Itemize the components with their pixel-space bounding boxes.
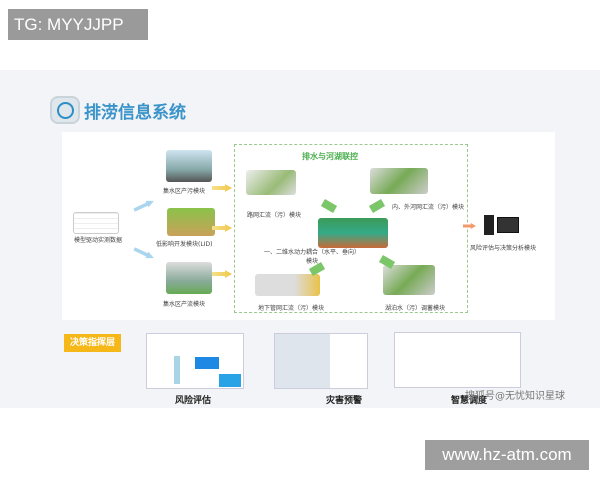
dispatch-screen-thumbnail: [394, 332, 521, 388]
road-image: [246, 170, 296, 195]
river-image: [370, 168, 428, 194]
sohu-watermark: 搜狐号@无忧知识星球: [465, 391, 565, 402]
screen-caption: 灾害预警: [326, 396, 363, 406]
chart-thumbnail: [73, 212, 119, 234]
building-image: [166, 150, 212, 182]
module-label: 地下管网汇流（污）模块: [258, 305, 325, 312]
drainage-group: [234, 144, 468, 313]
bottom-module-label: 集水区产流模块: [163, 301, 206, 308]
screen-caption: 智慧调度: [451, 396, 488, 406]
module-label: 一、二维水动力耦合（水平、垂向）模块: [263, 249, 360, 265]
arrow-icon: [212, 270, 232, 278]
computer-icon: [484, 215, 494, 235]
module-label: 路网汇流（污）模块: [247, 212, 302, 219]
command-layer-badge: 决策指挥层: [64, 334, 121, 352]
lid-module-label: 低影响开发模块(LID): [156, 241, 213, 248]
warning-screen-thumbnail: [274, 333, 368, 389]
water-logo-icon: [50, 96, 80, 124]
group-title: 排水与河湖联控: [302, 152, 358, 161]
pipe-image: [255, 274, 320, 296]
soil-image: [167, 208, 215, 236]
module-label: 湖泊水（污）调蓄模块: [385, 305, 446, 312]
page-title: 排涝信息系统: [84, 103, 186, 123]
risk-screen-thumbnail: [146, 333, 244, 389]
site-watermark: www.hz-atm.com: [425, 440, 589, 470]
arrow-icon: [212, 224, 232, 232]
overlay-tag: TG: MYYJJPP: [8, 9, 148, 40]
output-label: 风险评估与决策分析模块: [470, 245, 537, 252]
hydro-model-image: [318, 218, 388, 248]
top-module-label: 集水区产污模块: [163, 188, 206, 195]
lake-image: [383, 265, 435, 295]
building-image: [166, 262, 212, 294]
monitor-icon: [497, 217, 519, 233]
screen-caption: 风险评估: [175, 396, 212, 406]
arrow-icon: [463, 223, 476, 229]
module-label: 内、外河网汇流（污）模块: [392, 204, 465, 211]
arrow-icon: [212, 184, 232, 192]
input-data-label: 模型驱动实测数据: [74, 237, 123, 244]
